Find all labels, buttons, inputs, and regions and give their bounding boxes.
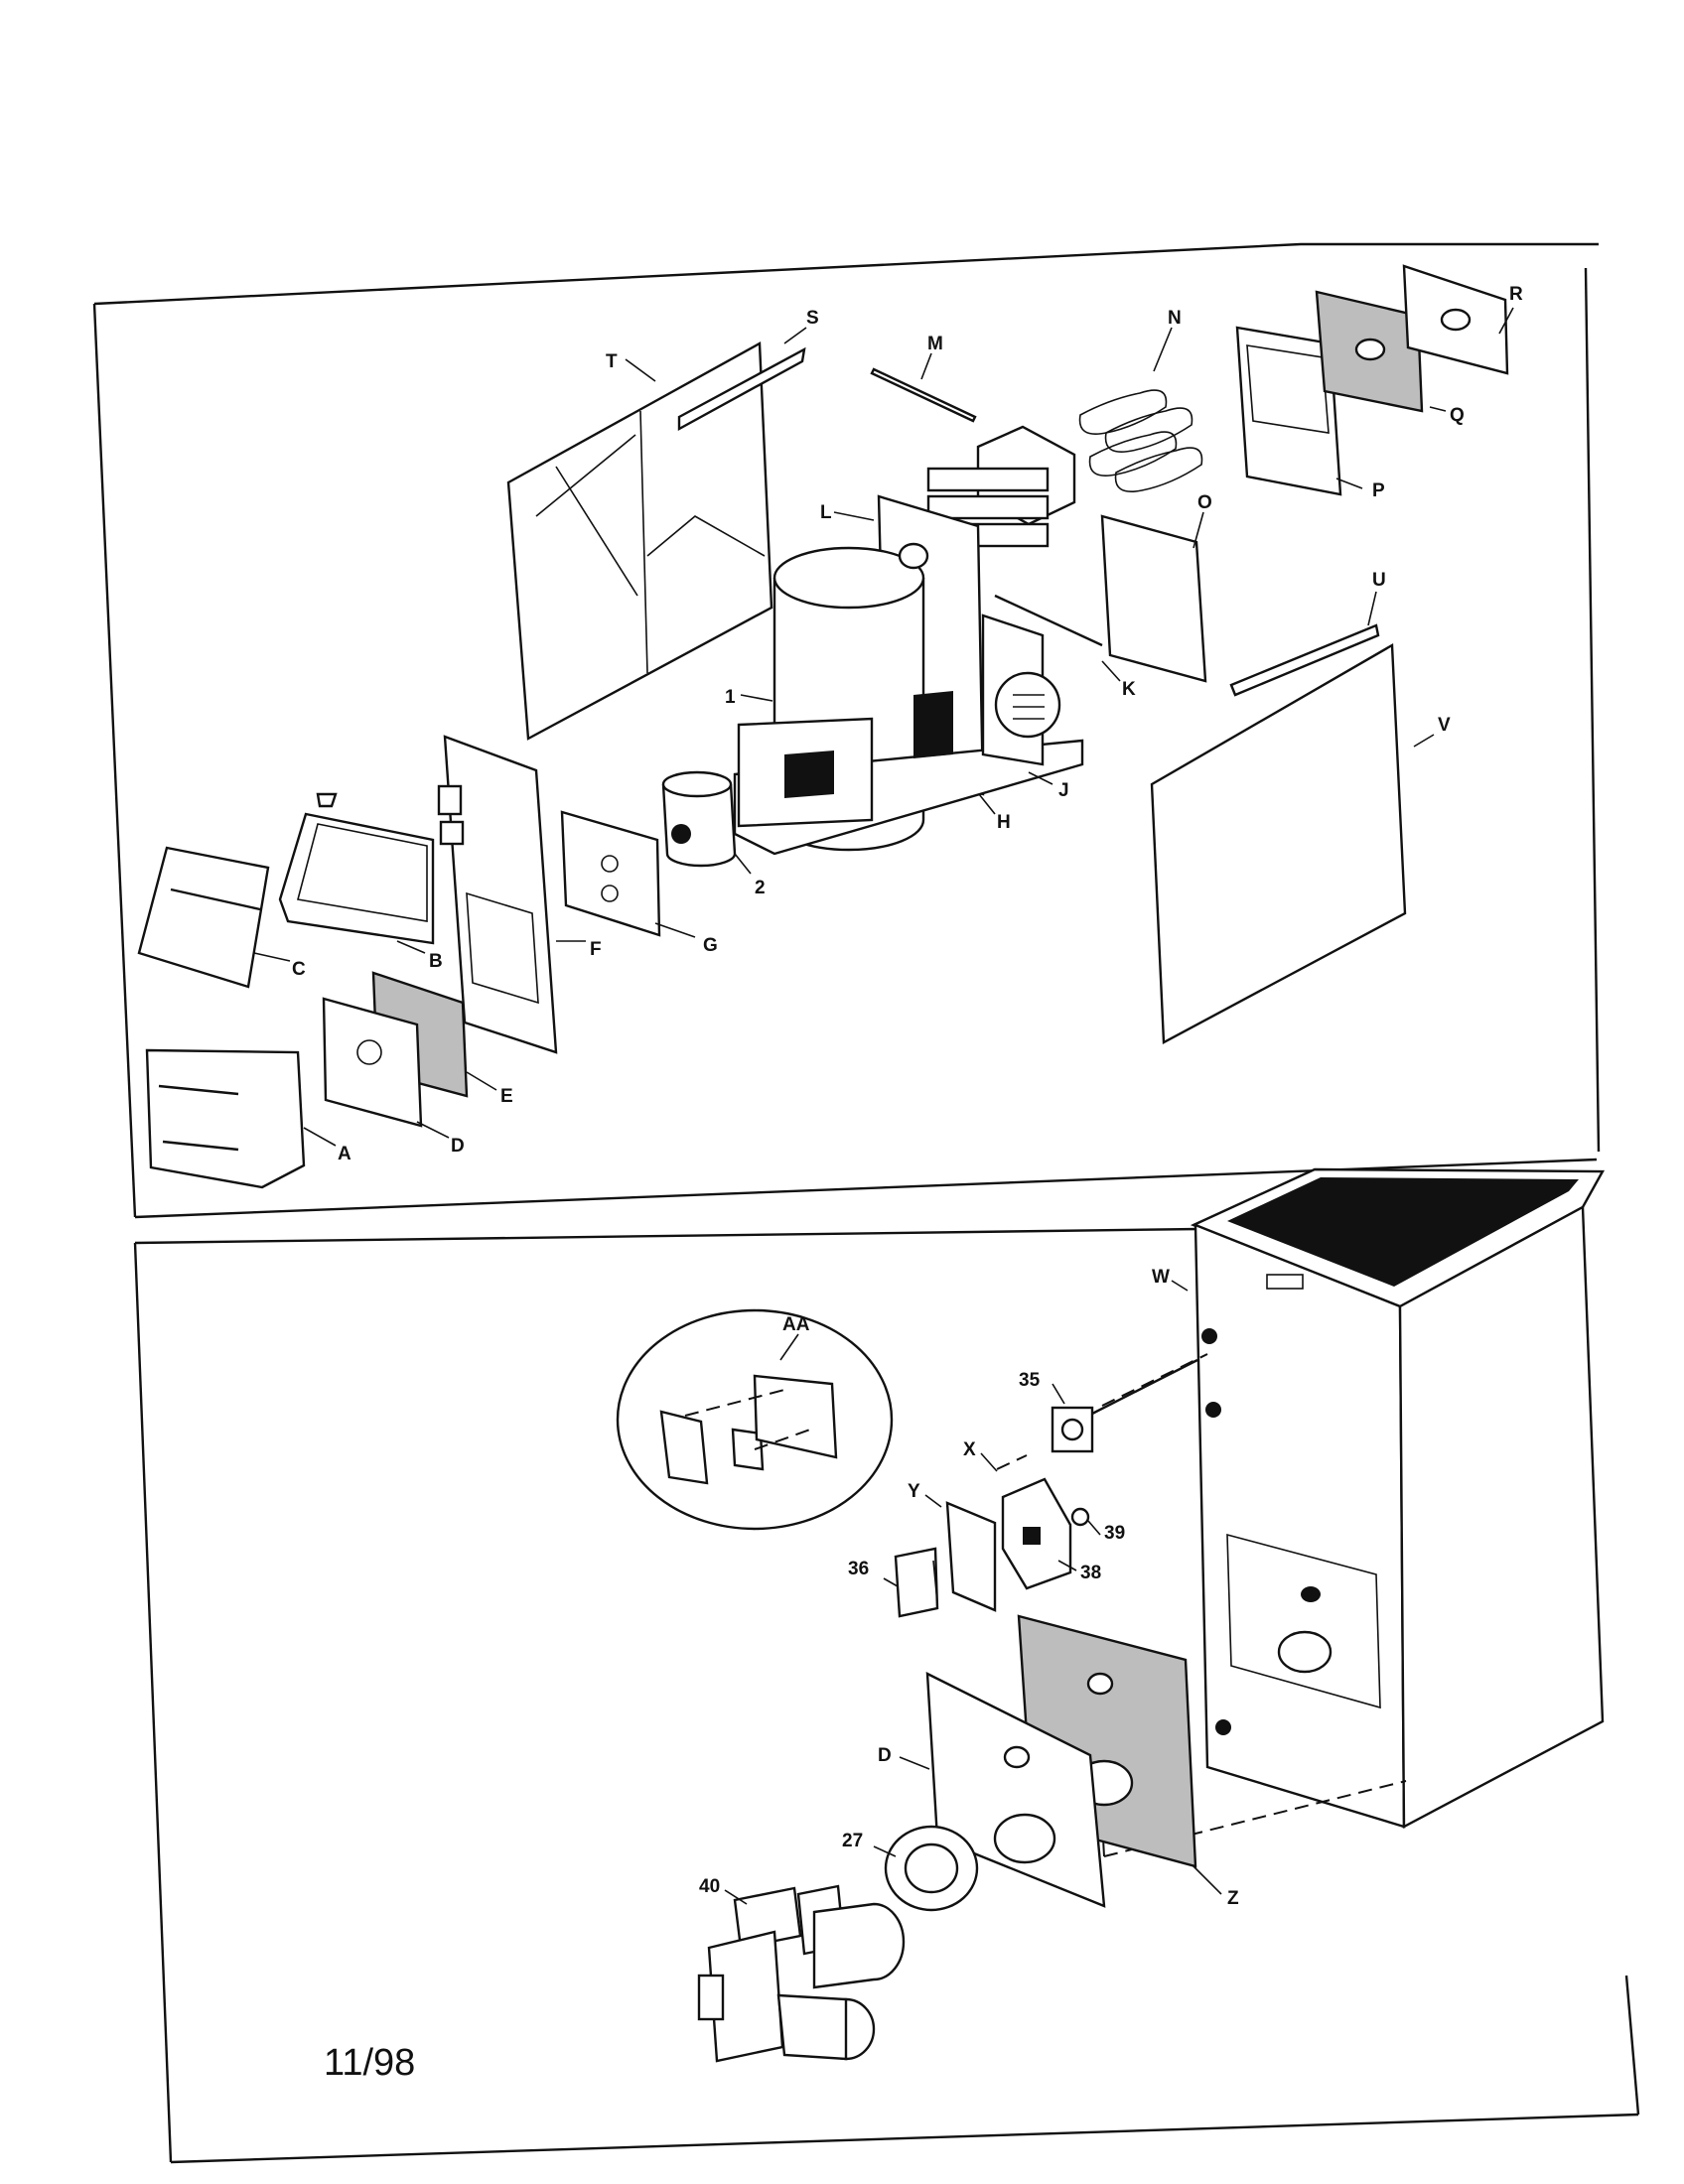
label-L: L xyxy=(820,502,832,523)
part-2-cup xyxy=(661,770,737,868)
part-35-limit-switch xyxy=(1051,1358,1198,1453)
date-stamp: 11/98 xyxy=(324,2042,415,2084)
part-K-rod xyxy=(994,594,1103,647)
label-T: T xyxy=(606,351,618,372)
label-39: 39 xyxy=(1104,1523,1125,1544)
label-1: 1 xyxy=(725,687,736,708)
part-O-panel xyxy=(1100,514,1207,683)
label-B: B xyxy=(429,951,443,972)
label-A: A xyxy=(338,1144,351,1164)
label-R: R xyxy=(1509,284,1523,305)
part-39-bushing xyxy=(1070,1507,1090,1527)
label-S: S xyxy=(806,308,819,329)
part-Q-insulation xyxy=(1315,290,1424,413)
part-27-flange xyxy=(884,1825,979,1912)
label-F: F xyxy=(590,939,602,960)
part-AA-inset xyxy=(616,1308,894,1531)
part-A-box xyxy=(145,1048,306,1189)
label-38: 38 xyxy=(1080,1563,1101,1583)
label-O: O xyxy=(1197,492,1212,513)
label-J: J xyxy=(1058,780,1069,801)
label-40: 40 xyxy=(699,1876,720,1897)
upper-leaders xyxy=(253,307,1514,1147)
label-K: K xyxy=(1122,679,1136,700)
lower-panel-labels: W AA 35 X Y 39 38 36 D 27 Z 40 xyxy=(699,1267,1239,1909)
part-M-rail xyxy=(870,367,977,423)
label-U: U xyxy=(1372,570,1386,591)
upper-panel-labels: S M N R T Q P L O U K J V H 2 G F B C E … xyxy=(292,284,1523,1164)
label-Q: Q xyxy=(1450,405,1465,426)
part-U-rail xyxy=(1229,623,1380,697)
label-H: H xyxy=(997,812,1011,833)
part-H-box xyxy=(737,691,953,828)
label-X: X xyxy=(963,1439,976,1460)
label-AA: AA xyxy=(782,1314,810,1335)
label-27: 27 xyxy=(842,1831,863,1851)
label-Y: Y xyxy=(908,1481,920,1502)
part-C-cover xyxy=(137,846,270,989)
label-Z: Z xyxy=(1227,1888,1239,1909)
part-T-side-panel xyxy=(506,341,806,741)
part-W-cabinet xyxy=(1190,1167,1606,1829)
part-N-baffles xyxy=(1078,389,1203,492)
label-M: M xyxy=(927,334,943,354)
part-Y-cover-plate xyxy=(945,1501,997,1612)
label-35: 35 xyxy=(1019,1370,1041,1391)
lower-panel xyxy=(133,1227,1640,2164)
label-36: 36 xyxy=(848,1559,869,1579)
label-V: V xyxy=(1438,715,1451,736)
part-B-box xyxy=(278,792,435,945)
part-36-relay xyxy=(894,1547,939,1618)
label-2: 2 xyxy=(755,878,766,898)
part-X-junction-box xyxy=(1001,1477,1072,1590)
label-D: D xyxy=(451,1136,465,1157)
label-N: N xyxy=(1168,308,1182,329)
part-D-plate xyxy=(322,997,423,1128)
part-P-frame xyxy=(1235,326,1342,496)
label-E: E xyxy=(500,1086,513,1107)
label-P: P xyxy=(1372,480,1385,501)
label-W: W xyxy=(1152,1267,1170,1288)
label-C: C xyxy=(292,959,306,980)
label-D-lower: D xyxy=(878,1745,892,1766)
part-R-plate xyxy=(1402,264,1509,375)
label-G: G xyxy=(703,935,718,956)
part-F-panel xyxy=(437,735,558,1054)
lower-leaders xyxy=(724,1280,1222,1905)
part-40-oil-burner xyxy=(697,1884,906,2063)
upper-panel xyxy=(92,242,1601,1219)
part-G-plate xyxy=(560,810,661,937)
part-V-panel xyxy=(1150,642,1407,1044)
